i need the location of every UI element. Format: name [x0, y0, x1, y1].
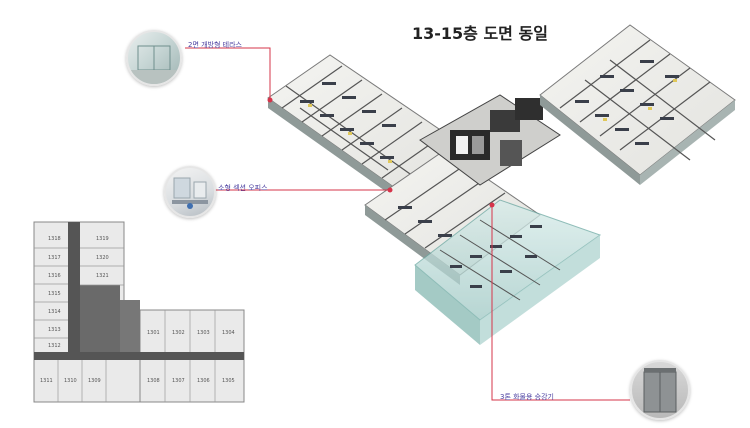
- room-1319: 1319: [96, 236, 109, 242]
- room-1308: 1308: [147, 378, 160, 384]
- room-1312: 1312: [48, 343, 61, 349]
- glass-terrace: [414, 199, 602, 345]
- room-1301: 1301: [147, 330, 160, 336]
- office-photo: [164, 166, 216, 218]
- floor-plan-2d: 1318 1317 1316 1315 1314 1313 1312 1319 …: [33, 221, 245, 403]
- room-1303: 1303: [197, 330, 210, 336]
- leader-lines: [185, 47, 630, 401]
- right-wing: [539, 24, 736, 185]
- terrace-photo: [126, 30, 182, 86]
- room-1306: 1306: [197, 378, 210, 384]
- room-1315: 1315: [48, 291, 61, 297]
- room-1302: 1302: [172, 330, 185, 336]
- elevator-photo: [630, 360, 690, 420]
- room-1318: 1318: [48, 236, 61, 242]
- room-1316: 1316: [48, 273, 61, 279]
- terrace-callout: 2면 개방형 테라스: [188, 41, 242, 49]
- room-1304: 1304: [222, 330, 235, 336]
- room-1320: 1320: [96, 255, 109, 261]
- room-1307: 1307: [172, 378, 185, 384]
- central-core: [419, 94, 561, 186]
- room-1310: 1310: [64, 378, 77, 384]
- room-1309: 1309: [88, 378, 101, 384]
- office-callout: 소형 섹션 오피스: [218, 184, 268, 192]
- room-1314: 1314: [48, 309, 61, 315]
- room-1305: 1305: [222, 378, 235, 384]
- page-title: 13-15층 도면 동일: [412, 24, 548, 43]
- room-1311: 1311: [40, 378, 53, 384]
- room-1313: 1313: [48, 327, 61, 333]
- elevator-callout: 3톤 화물용 승강기: [500, 393, 554, 401]
- room-1317: 1317: [48, 255, 61, 261]
- room-1321: 1321: [96, 273, 109, 279]
